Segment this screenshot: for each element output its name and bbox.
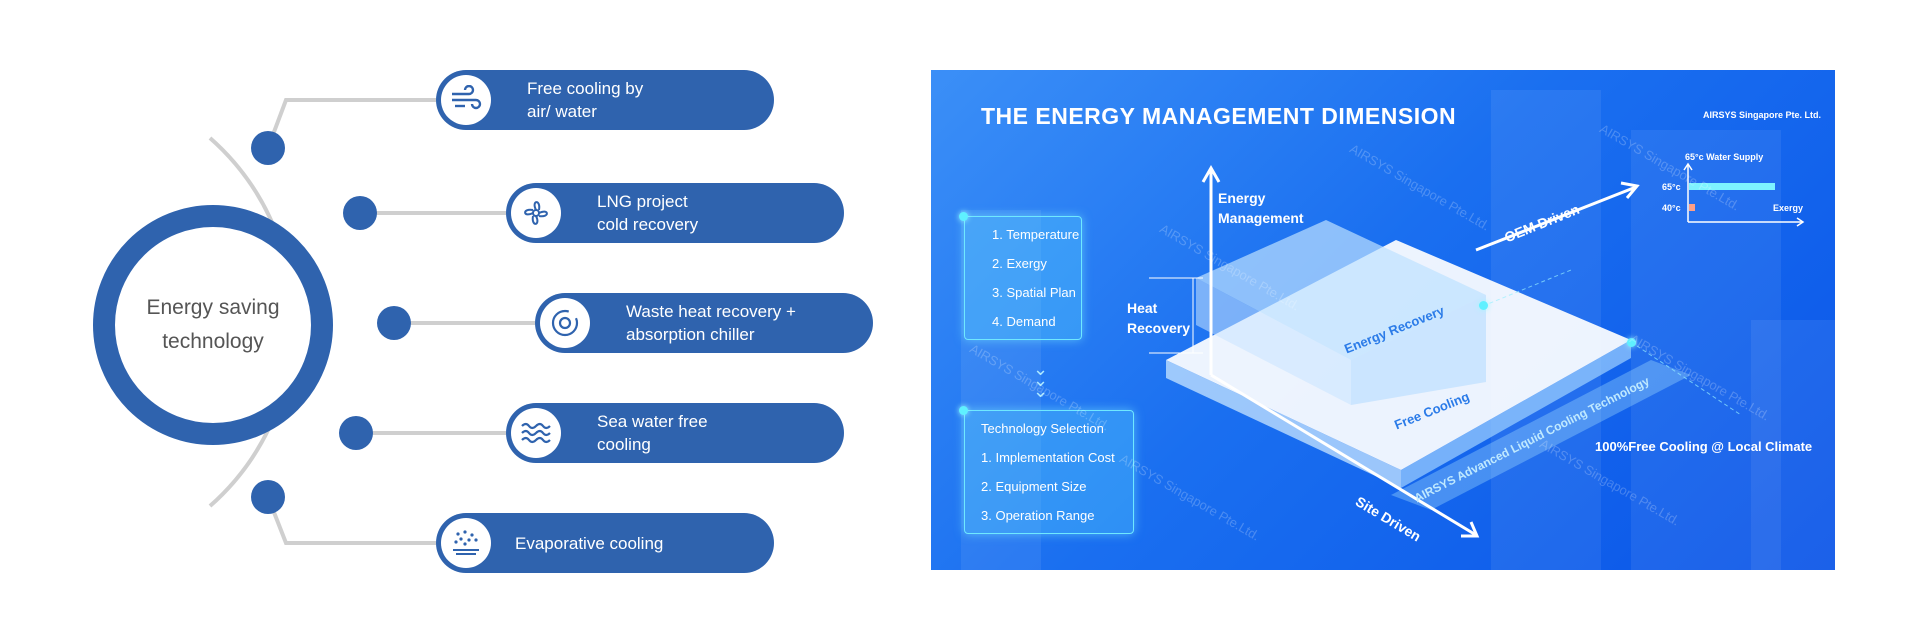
item-lng: LNG project cold recovery xyxy=(506,183,844,243)
list-marker-dot xyxy=(959,406,968,415)
recycle-icon xyxy=(540,298,590,348)
item-sea-water: Sea water free cooling xyxy=(506,403,844,463)
wind-icon xyxy=(441,75,491,125)
node-dot xyxy=(251,131,285,165)
mini-chart-label-65: 65°c xyxy=(1662,182,1681,192)
item-evaporative: Evaporative cooling xyxy=(436,513,774,573)
item-label: Free cooling by air/ water xyxy=(527,79,644,121)
panel-graphics xyxy=(961,90,1835,570)
bar-40 xyxy=(1689,204,1695,211)
requirements-list: 1. Temperature 2. Exergy 3. Spatial Plan… xyxy=(964,216,1082,340)
list-item: 3. Spatial Plan xyxy=(992,285,1076,300)
chevron-down-icon: ⌄⌄⌄ xyxy=(1033,359,1049,401)
node-dot xyxy=(343,196,377,230)
axis-energy-management: Energy Management xyxy=(1218,190,1304,226)
center-label: Energy saving technology xyxy=(146,296,280,353)
mini-chart-title: 65°c Water Supply xyxy=(1685,152,1764,162)
free-cooling-dot xyxy=(1627,338,1636,347)
item-waste-heat: Waste heat recovery + absorption chiller xyxy=(535,293,873,353)
droplets-icon xyxy=(441,518,491,568)
node-dot xyxy=(251,480,285,514)
node-dot xyxy=(339,416,373,450)
list-item: 3. Operation Range xyxy=(981,508,1095,523)
list-item: 2. Exergy xyxy=(992,256,1047,271)
item-label: Sea water free cooling xyxy=(597,412,708,454)
center-node: Energy saving technology xyxy=(93,205,333,445)
node-dot xyxy=(377,306,411,340)
list-item: 1. Temperature xyxy=(992,227,1080,242)
item-free-cooling: Free cooling by air/ water xyxy=(436,70,774,130)
technology-selection-list: Technology Selection 1. Implementation C… xyxy=(964,410,1134,534)
fan-icon xyxy=(511,188,561,238)
energy-recovery-dot xyxy=(1479,301,1488,310)
panel-title: THE ENERGY MANAGEMENT DIMENSION xyxy=(981,103,1457,129)
heat-recovery-label: Heat Recovery xyxy=(1127,300,1191,336)
list-marker-dot xyxy=(959,212,968,221)
energy-management-panel: THE ENERGY MANAGEMENT DIMENSION AIRSYS S… xyxy=(931,70,1835,570)
free-cooling-climate-label: 100%Free Cooling @ Local Climate xyxy=(1595,439,1813,454)
item-label: Waste heat recovery + absorption chiller xyxy=(626,302,796,344)
energy-saving-diagram: Energy saving technology Free cooling by… xyxy=(0,0,900,641)
list-item: 4. Demand xyxy=(992,314,1056,329)
list-item: 1. Implementation Cost xyxy=(981,450,1115,465)
item-label: Evaporative cooling xyxy=(515,533,664,553)
bar-65 xyxy=(1689,183,1775,190)
connector-lines xyxy=(208,98,535,545)
company-name: AIRSYS Singapore Pte. Ltd. xyxy=(1703,110,1822,120)
list-title: Technology Selection xyxy=(981,421,1104,436)
item-label: LNG project cold recovery xyxy=(597,192,699,234)
mini-chart-label-40: 40°c xyxy=(1662,203,1681,213)
waves-icon xyxy=(511,408,561,458)
list-item: 2. Equipment Size xyxy=(981,479,1087,494)
mini-chart-xlabel: Exergy xyxy=(1773,203,1804,213)
